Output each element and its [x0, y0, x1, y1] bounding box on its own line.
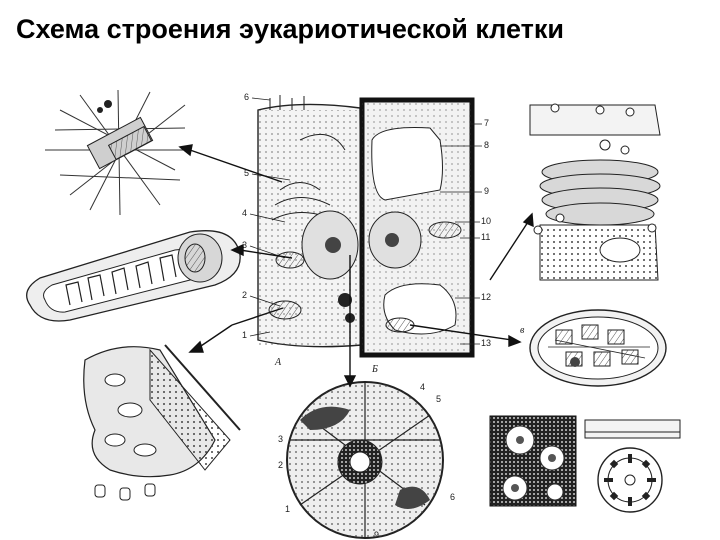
golgi-illustration: [529, 103, 661, 281]
label-nucleus-4: 4: [420, 382, 425, 392]
cell-b-plant: [359, 97, 475, 358]
cell-a-labels: 6 5 4 3 2 1: [242, 92, 249, 340]
label-13: 13: [481, 338, 491, 348]
label-2: 2: [242, 290, 247, 300]
micrograph-illustration: [489, 415, 577, 507]
label-10: 10: [481, 216, 491, 226]
nucleus-illustration: [286, 381, 444, 539]
page-title: Схема строения эукариотической клетки: [16, 14, 564, 44]
label-1: 1: [242, 330, 247, 340]
centriole-cross-section: [584, 419, 681, 513]
label-8: 8: [484, 140, 489, 150]
label-3: 3: [242, 240, 247, 250]
label-nucleus-6: 6: [450, 492, 455, 502]
cell-b-labels: 7 8 9 10 11 12 13: [481, 118, 491, 348]
label-nucleus-3: 3: [278, 434, 283, 444]
mitochondrion-illustration: [26, 230, 241, 322]
centriole-illustration: [45, 89, 190, 216]
nucleus-labels: 4 5 3 2 1 6 9: [278, 382, 455, 540]
label-9: 9: [484, 186, 489, 196]
label-nucleus-1: 1: [285, 504, 290, 514]
cell-a-animal: [257, 95, 363, 348]
er-illustration: [83, 344, 241, 501]
connector-arrows: [178, 144, 534, 388]
label-6: 6: [244, 92, 249, 102]
label-12: 12: [481, 292, 491, 302]
label-7: 7: [484, 118, 489, 128]
panel-label-v: в: [520, 325, 525, 336]
panel-label-a: А: [274, 357, 282, 368]
chloroplast-illustration: [529, 309, 667, 387]
label-nucleus-2: 2: [278, 460, 283, 470]
label-nucleus-5: 5: [436, 394, 441, 404]
label-11: 11: [481, 232, 490, 242]
label-5: 5: [244, 168, 249, 178]
label-nucleus-9: 9: [374, 530, 379, 540]
panel-label-b: Б: [371, 364, 378, 375]
label-4: 4: [242, 208, 247, 218]
